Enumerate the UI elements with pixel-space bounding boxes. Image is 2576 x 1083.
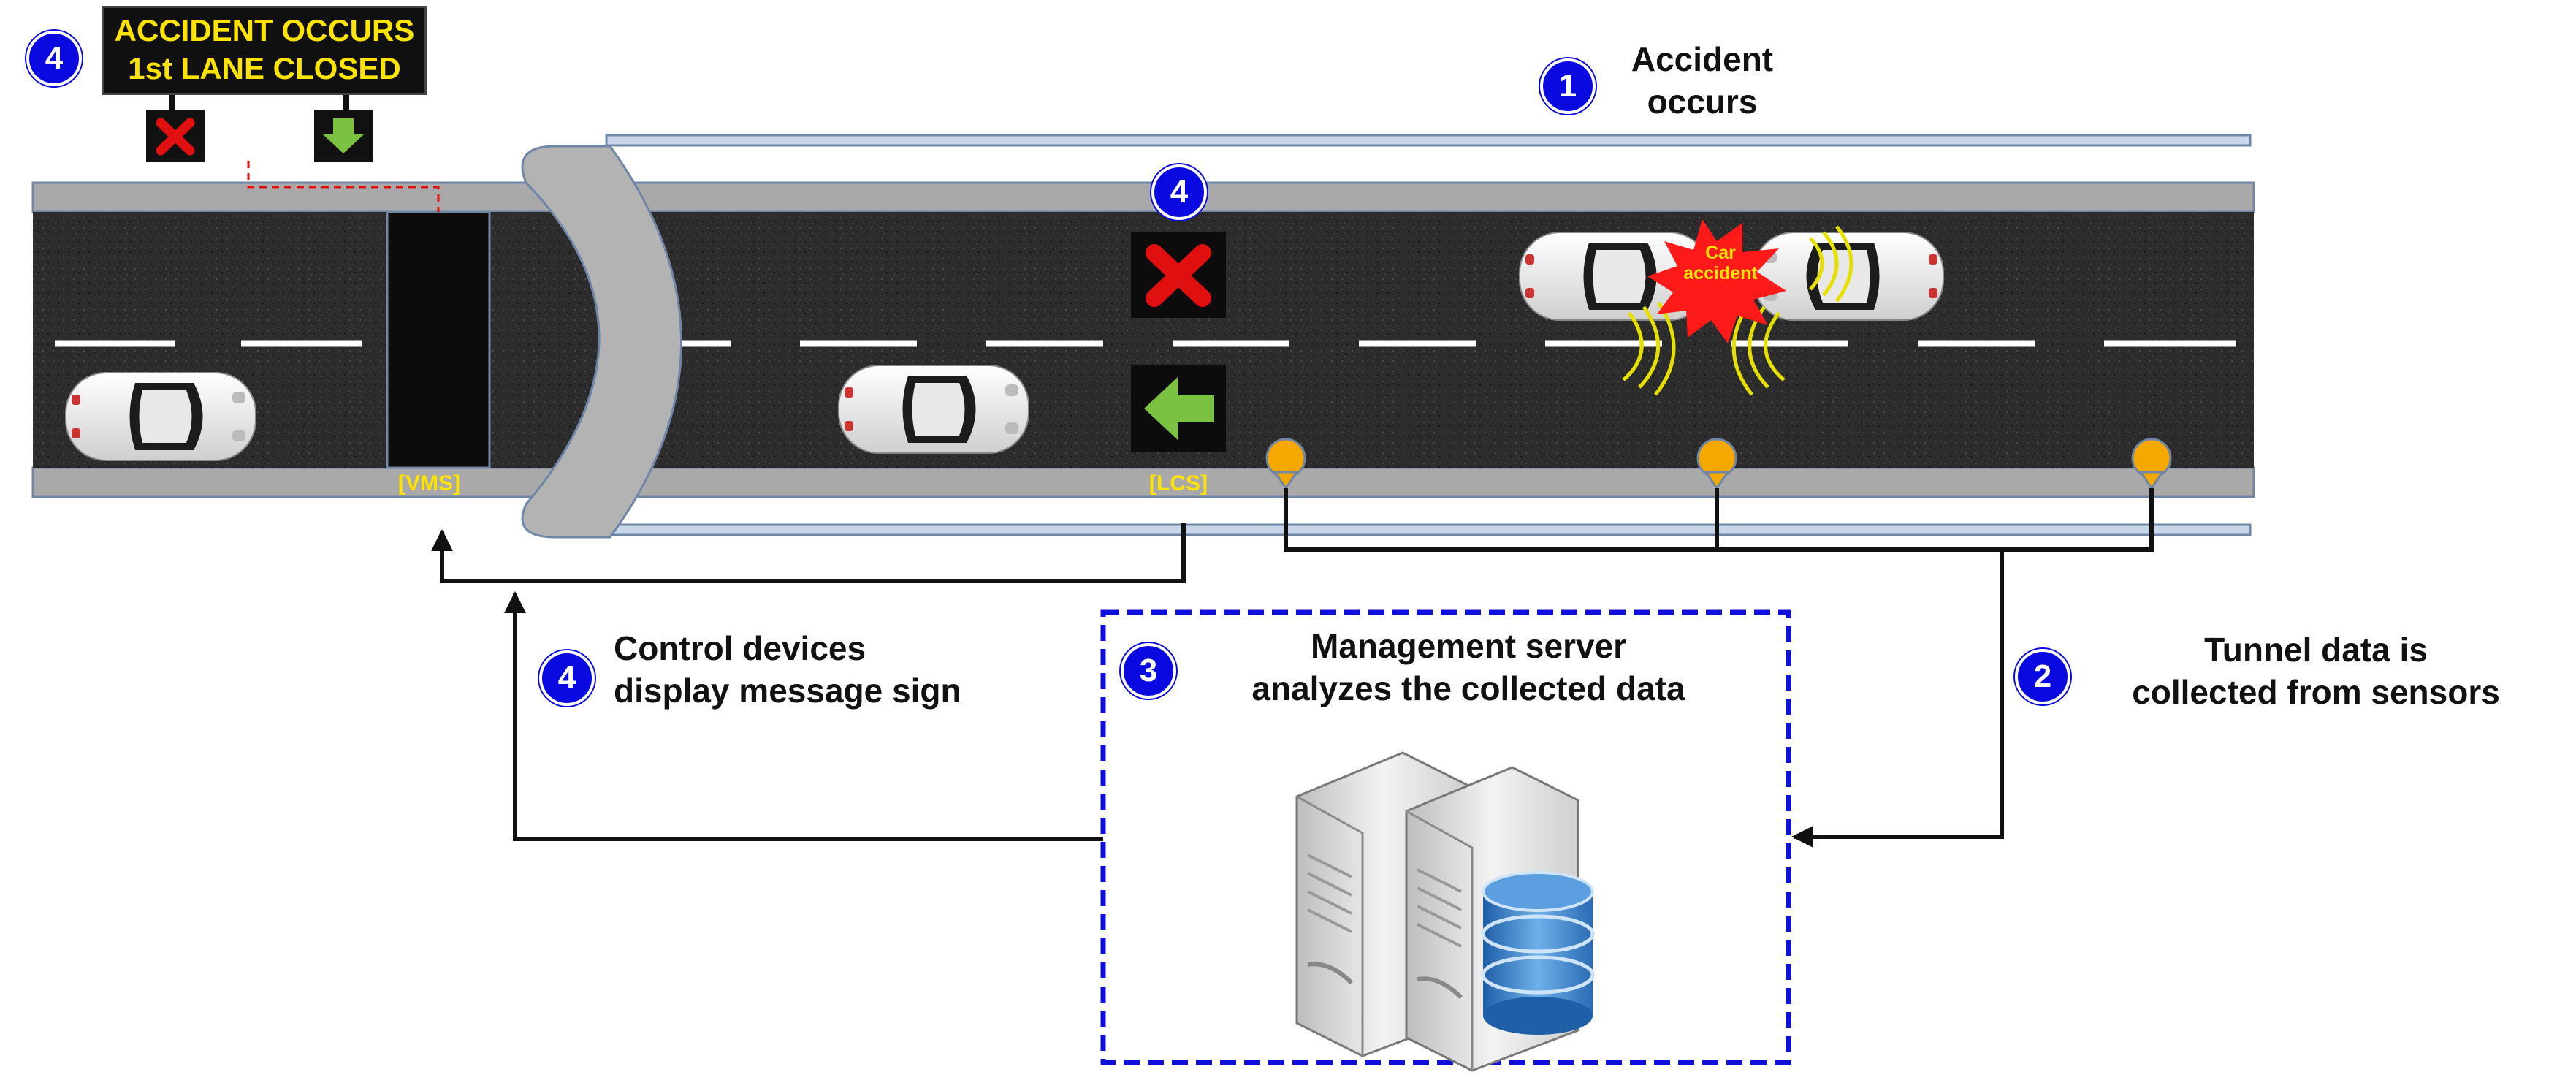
step-badge-4-vms: 4 bbox=[26, 31, 82, 86]
step1-label: Accident occurs bbox=[1593, 38, 1812, 123]
lcs-device-label: [LCS] bbox=[1149, 471, 1208, 495]
sensor-icon bbox=[1265, 438, 1306, 490]
step2-line1: Tunnel data is bbox=[2204, 631, 2428, 669]
step1-line2: occurs bbox=[1647, 83, 1758, 121]
vms-device-label: [VMS] bbox=[398, 471, 460, 495]
vms-sign-line2: 1st LANE CLOSED bbox=[128, 51, 401, 86]
car-icon bbox=[65, 372, 256, 461]
step2-label: Tunnel data is collected from sensors bbox=[2089, 628, 2542, 713]
control-lines bbox=[431, 522, 1186, 841]
vms-sign-board: ACCIDENT OCCURS 1st LANE CLOSED bbox=[102, 6, 427, 95]
step2-line2: collected from sensors bbox=[2132, 673, 2500, 711]
database-icon bbox=[1481, 871, 1595, 1035]
vms-connection-line bbox=[247, 161, 440, 212]
step-badge-4-control: 4 bbox=[539, 650, 595, 706]
crash-burst-icon bbox=[1647, 219, 1786, 343]
crash-label-line2: accident bbox=[1683, 263, 1758, 284]
crash-label: Car accident bbox=[1680, 243, 1761, 284]
step4-label: Control devices display message sign bbox=[614, 627, 1081, 712]
step3-line2: analyzes the collected data bbox=[1251, 669, 1685, 707]
down-arrow-icon bbox=[323, 118, 364, 153]
cross-icon bbox=[1146, 244, 1211, 307]
sensor-icon bbox=[2131, 438, 2172, 490]
step4-line1: Control devices bbox=[614, 629, 866, 667]
sensor-data-lines bbox=[1284, 488, 2154, 848]
step-badge-2: 2 bbox=[2015, 649, 2070, 704]
step3-line1: Management server bbox=[1310, 627, 1627, 665]
step3-label: Management server analyzes the collected… bbox=[1184, 625, 1753, 710]
step4-line2: display message sign bbox=[614, 672, 961, 710]
tunnel-portal bbox=[521, 145, 682, 539]
crash-label-line1: Car bbox=[1705, 243, 1736, 263]
vms-sign-line1: ACCIDENT OCCURS bbox=[114, 13, 415, 48]
cross-icon bbox=[156, 118, 195, 156]
step-badge-1: 1 bbox=[1540, 58, 1596, 114]
car-icon bbox=[838, 365, 1029, 454]
left-arrow-icon bbox=[1144, 377, 1214, 440]
tunnel-structure bbox=[31, 134, 2255, 539]
management-server-box bbox=[1100, 609, 1791, 1065]
step-badge-4-lcs: 4 bbox=[1151, 164, 1207, 220]
sensor-icon bbox=[1696, 438, 1737, 490]
step1-line1: Accident bbox=[1631, 40, 1774, 78]
step-badge-3: 3 bbox=[1121, 643, 1176, 699]
vms-gantry bbox=[386, 210, 491, 469]
